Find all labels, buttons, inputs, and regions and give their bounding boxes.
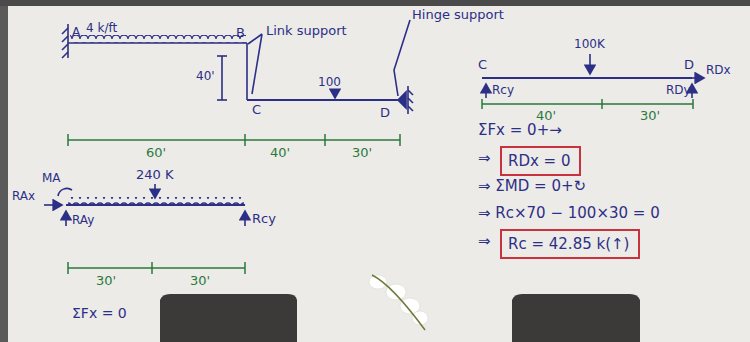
point-label: D [380, 106, 390, 120]
point-label: C [478, 58, 487, 72]
result-box: Rc = 42.85 k(↑) [500, 229, 640, 259]
equation: ⇒ ΣMD = 0+↻ [478, 178, 586, 195]
equation: ΣFx = 0+→ [478, 122, 562, 139]
point-label: A [72, 26, 80, 39]
load-label: 240 K [136, 168, 173, 182]
reaction-label: Rcy [252, 212, 276, 226]
point-label: B [236, 26, 245, 40]
equation: ⇒ [478, 233, 491, 250]
equation: ⇒ Rc×70 − 100×30 = 0 [478, 205, 660, 222]
equation: ΣFx = 0 [72, 306, 127, 321]
reaction-label: RAy [72, 214, 94, 227]
equation: ⇒ [478, 150, 491, 167]
board [8, 6, 750, 342]
dimension-label: 30' [190, 274, 210, 288]
point-label: D [684, 58, 694, 72]
reaction-label: RDy [666, 84, 691, 97]
support-label: Link support [266, 24, 347, 38]
reaction-label: RAx [12, 190, 35, 203]
reaction-label: Rcy [492, 84, 514, 97]
point-label: C [252, 103, 261, 117]
dimension-label: 40' [270, 146, 290, 160]
load-label: 100K [574, 38, 605, 51]
dimension-label: 40' [196, 70, 215, 83]
load-label: 4 k/ft [86, 22, 117, 35]
dimension-label: 30' [96, 274, 116, 288]
dimension-label: 30' [352, 146, 372, 160]
dimension-label: 30' [640, 109, 660, 123]
support-label: Hinge support [412, 8, 504, 22]
result-text: Rc = 42.85 k(↑) [508, 235, 629, 253]
dimension-label: 60' [146, 146, 166, 160]
reaction-label: RDx [706, 64, 731, 77]
result-box: RDx = 0 [500, 146, 581, 176]
load-label: 100 [318, 76, 341, 89]
result-text: RDx = 0 [508, 152, 571, 170]
moment-label: MA [42, 172, 61, 185]
